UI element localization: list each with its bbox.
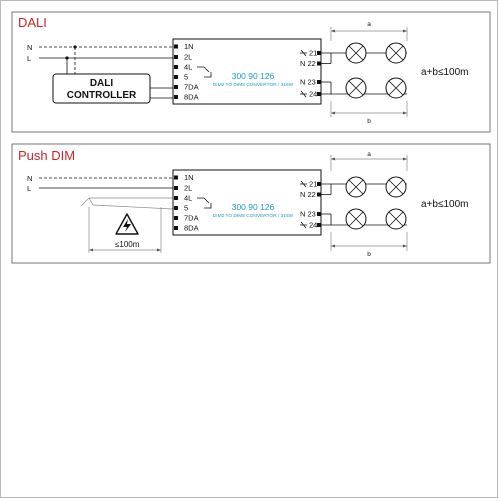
dali-dim-a-label: a: [367, 21, 371, 28]
dali-product-desc: DIM2 TO DIM8 CONVERTOR / 315W: [213, 82, 294, 88]
terminal-label: 2L: [184, 184, 192, 193]
terminal-label: 24: [309, 90, 317, 99]
pushdim-right-terminals: 21 N 22 N 23 24: [300, 180, 321, 230]
dali-dim-b-label: b: [367, 118, 371, 125]
dali-input-n-label: N: [27, 43, 32, 52]
pushdim-panel: Push DIM N L ≤100m 1N 2L 4L 5: [11, 143, 491, 264]
pushdim-converter-box: [172, 169, 322, 236]
terminal-marker: [174, 186, 178, 190]
pushdim-dim-b-label: b: [367, 251, 371, 258]
lamp-icon: [385, 77, 407, 99]
terminal-marker: [174, 206, 178, 210]
pushdim-product-code: 300 90 126: [232, 202, 275, 212]
dali-right-terminals: 21 N 22 N 23 24: [300, 49, 321, 99]
terminal-marker: [174, 65, 178, 69]
terminal-marker: [317, 61, 321, 66]
pushdim-pushbutton-icon: [80, 197, 174, 210]
terminal-marker: [174, 196, 178, 200]
terminal-label: 24: [309, 221, 317, 230]
lamp-icon: [385, 176, 407, 198]
dali-product-code: 300 90 126: [232, 71, 275, 81]
terminal-marker: [317, 212, 321, 216]
dali-title: DALI: [18, 15, 47, 30]
lamp-icon: [345, 176, 367, 198]
terminal-label: 7DA: [184, 83, 199, 92]
terminal-label: 21: [309, 180, 317, 189]
dali-length-equation: a+b≤100m: [421, 67, 468, 78]
pushdim-length-equation: a+b≤100m: [421, 199, 468, 210]
dali-controller-label-1: DALI: [90, 78, 114, 89]
terminal-marker: [317, 182, 321, 186]
terminal-marker: [174, 75, 178, 79]
pushdim-left-terminals: 1N 2L 4L 5 7DA 8DA: [174, 173, 199, 233]
pushdim-product-desc: DIM2 TO DIM8 CONVERTOR / 315W: [213, 213, 294, 219]
terminal-marker: [174, 95, 178, 99]
terminal-marker: [317, 51, 321, 55]
terminal-marker: [174, 216, 178, 220]
terminal-label: N 22: [300, 190, 316, 199]
terminal-label: 4L: [184, 63, 192, 72]
terminal-label: 8DA: [184, 93, 199, 102]
terminal-marker: [317, 92, 321, 96]
pushdim-dim-a-label: a: [367, 151, 371, 158]
dali-internal-switch: [197, 66, 212, 78]
dimmed-output-symbol: [300, 180, 307, 188]
terminal-label: 2L: [184, 53, 192, 62]
pushdim-internal-switch: [197, 197, 212, 209]
terminal-marker: [317, 192, 321, 197]
terminal-label: 5: [184, 204, 188, 213]
terminal-label: 21: [309, 49, 317, 58]
pushdim-input-l-label: L: [27, 184, 31, 193]
lamp-icon: [345, 208, 367, 230]
terminal-label: N 22: [300, 59, 316, 68]
dali-controller-box: [52, 73, 151, 104]
dimmed-output-symbol: [300, 221, 307, 229]
terminal-marker: [174, 85, 178, 89]
lamp-icon: [385, 42, 407, 64]
terminal-marker: [174, 226, 178, 230]
dali-converter-box: [172, 38, 322, 105]
terminal-label: 1N: [184, 173, 194, 182]
pushdim-lamps: [345, 176, 407, 230]
terminal-label: 8DA: [184, 224, 199, 233]
terminal-label: 1N: [184, 42, 194, 51]
dali-input-l-label: L: [27, 54, 31, 63]
lamp-icon: [385, 208, 407, 230]
terminal-label: 7DA: [184, 214, 199, 223]
dali-panel: DALI N L DALI CONTROLLER 1N 2L 4L 5 7DA: [11, 11, 491, 133]
dali-controller-label-2: CONTROLLER: [67, 90, 137, 101]
pushdim-title: Push DIM: [18, 148, 75, 163]
dali-left-terminals: 1N 2L 4L 5 7DA 8DA: [174, 42, 199, 102]
terminal-label: 4L: [184, 194, 192, 203]
terminal-marker: [317, 80, 321, 84]
dimmed-output-symbol: [300, 90, 307, 98]
terminal-marker: [317, 223, 321, 227]
pushdim-distance-label: ≤100m: [115, 240, 140, 249]
terminal-label: N 23: [300, 210, 316, 219]
warning-high-voltage-icon: [115, 213, 139, 235]
lamp-icon: [345, 42, 367, 64]
dali-lamps: [345, 42, 407, 99]
terminal-marker: [174, 55, 178, 59]
lamp-icon: [345, 77, 367, 99]
dimmed-output-symbol: [300, 49, 307, 57]
terminal-marker: [174, 175, 178, 180]
terminal-label: 5: [184, 73, 188, 82]
terminal-marker: [174, 44, 178, 49]
terminal-label: N 23: [300, 78, 316, 87]
pushdim-input-n-label: N: [27, 174, 32, 183]
